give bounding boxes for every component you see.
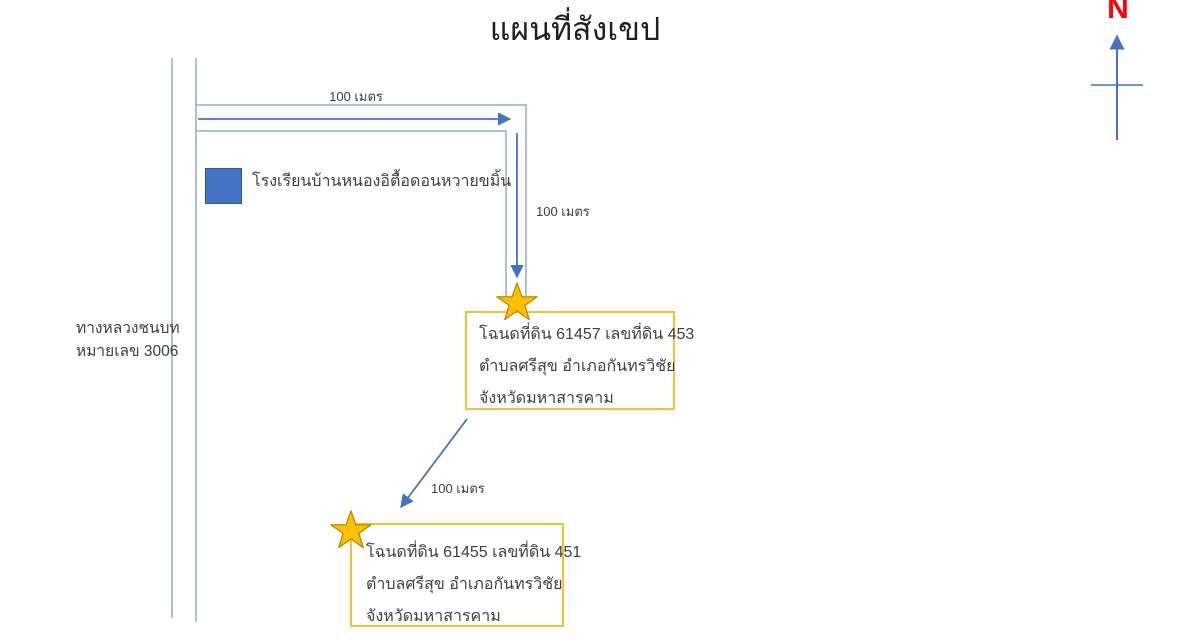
- branch-road-lines: [196, 104, 527, 296]
- north-arrow-icon: [1091, 34, 1143, 140]
- highway-road-lines: [171, 58, 197, 622]
- route-arrow-diagonal: [400, 418, 468, 509]
